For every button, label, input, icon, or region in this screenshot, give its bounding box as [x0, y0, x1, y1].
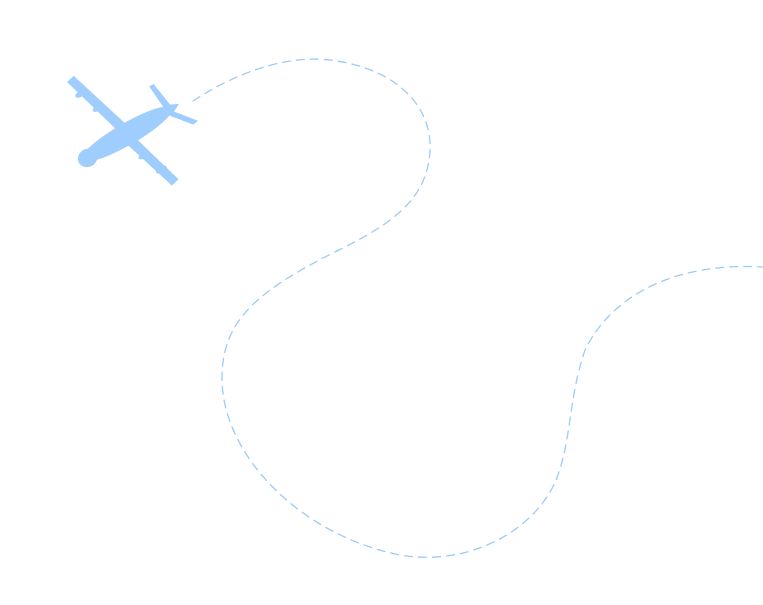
flight-path	[192, 58, 763, 558]
airplane-icon	[66, 75, 198, 186]
